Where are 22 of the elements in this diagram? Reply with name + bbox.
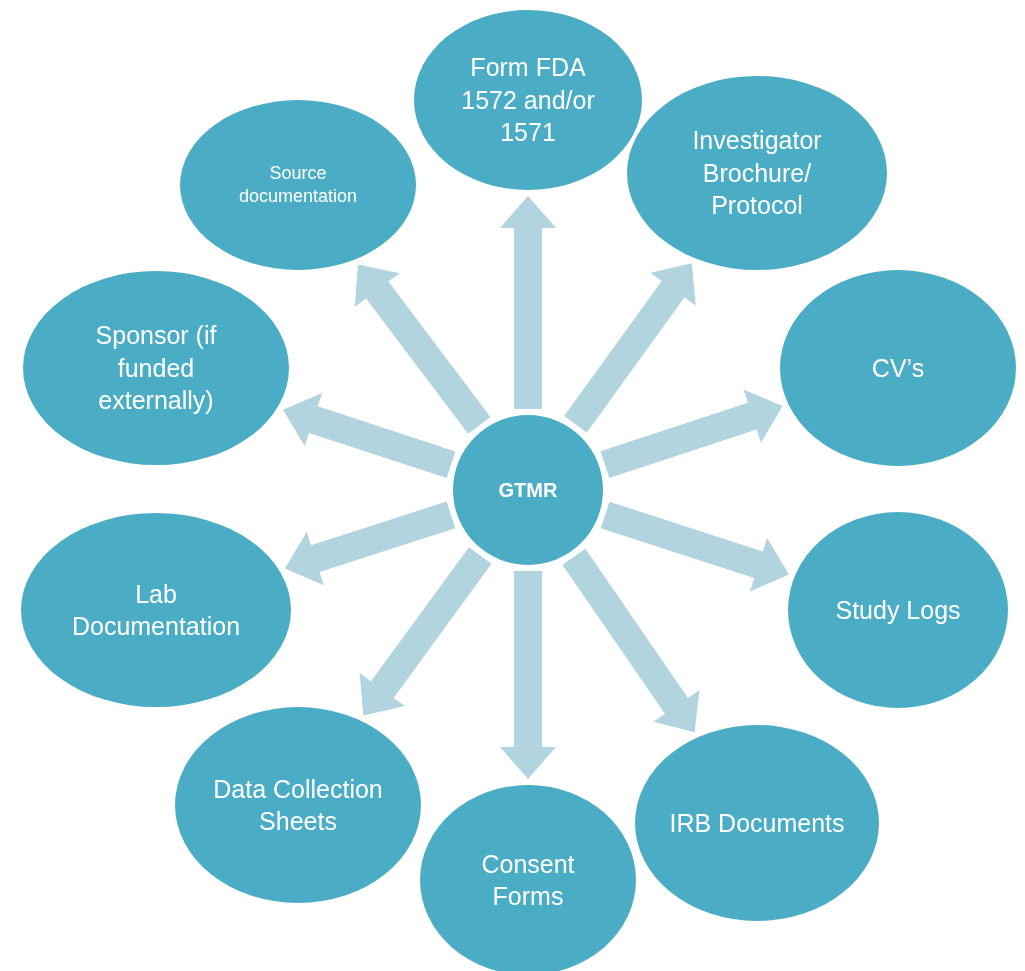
block-arrow [354,264,491,434]
topic-ellipse [420,785,636,971]
block-arrow [284,501,456,586]
node-label: Data Collection Sheets [212,773,384,837]
node-label: Source documentation [237,161,359,208]
block-arrow [359,547,492,716]
node-label: GTMR [497,478,559,503]
node-label: IRB Documents [668,807,846,839]
node-label: CV’s [870,352,926,384]
block-arrow [562,548,700,733]
block-arrow [564,263,696,433]
node-label: Study Logs [834,594,962,626]
node-label: Lab Documentation [70,578,242,642]
block-arrow [600,501,789,592]
block-arrow [500,196,556,409]
block-arrow [600,389,783,478]
node-label: Investigator Brochure/ Protocol [691,125,823,222]
block-arrow [500,571,556,779]
block-arrow [283,393,456,479]
node-label: Consent Forms [480,848,576,912]
node-label: Sponsor (if funded externally) [94,320,218,417]
node-label: Form FDA 1572 and/or 1571 [460,52,596,149]
